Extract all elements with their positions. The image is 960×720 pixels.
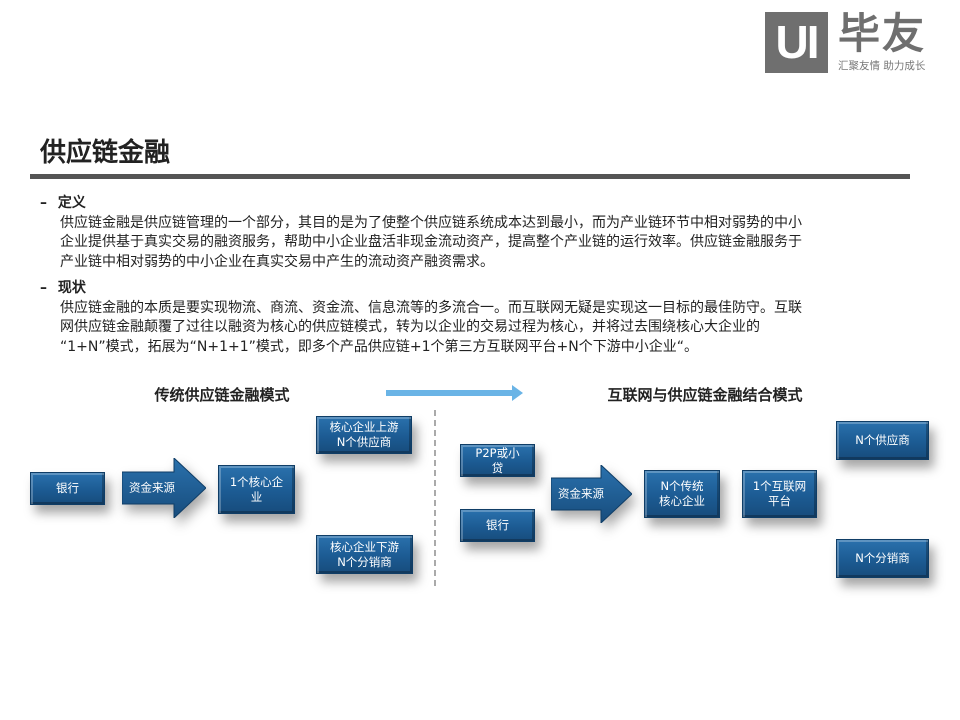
divider-dashed bbox=[434, 410, 436, 586]
logo-name: 毕友 bbox=[838, 9, 927, 58]
node-core-enterprise: 1个核心企业 bbox=[218, 465, 295, 514]
text-line: 供应链金融是供应链管理的一个部分，其目的是为了使整个供应链系统成本达到最小，而为… bbox=[60, 214, 802, 231]
node-upstream: 核心企业上游 N个供应商 bbox=[316, 416, 412, 454]
node-bank: 银行 bbox=[30, 472, 105, 505]
logo-mark-text: UI bbox=[775, 16, 820, 68]
logo-tagline: 汇聚友情 助力成长 bbox=[838, 60, 926, 72]
transition-arrow-icon bbox=[386, 385, 523, 401]
page-title: 供应链金融 bbox=[40, 138, 171, 168]
logo-mark: UI bbox=[765, 12, 828, 73]
text-line: “1+N”模式，拓展为“N+1+1”模式，即多个产品供应链+1个第三方互联网平台… bbox=[60, 338, 698, 355]
text-line: 供应链金融的本质是要实现物流、商流、资金流、信息流等的多流合一。而互联网无疑是实… bbox=[60, 299, 802, 316]
node-p2p: P2P或小贷 bbox=[460, 444, 535, 477]
node-funding-source-arrow: 资金来源 bbox=[122, 458, 206, 518]
node-core-enterprises: N个传统 核心企业 bbox=[644, 470, 720, 518]
funding-source-label: 资金来源 bbox=[129, 480, 175, 495]
traditional-title: 传统供应链金融模式 bbox=[154, 386, 290, 404]
funding-source-label: 资金来源 bbox=[558, 486, 604, 501]
node-internet-platform: 1个互联网 平台 bbox=[742, 470, 817, 518]
text-line: 网供应链金融颠覆了过往以融资为核心的供应链模式，转为以企业的交易过程为核心，并将… bbox=[60, 319, 760, 335]
text-line: 企业提供基于真实交易的融资服务，帮助中小企业盘活非现金流动资产，提高整个产业链的… bbox=[60, 234, 802, 250]
internet-title: 互联网与供应链金融结合模式 bbox=[607, 386, 803, 404]
text-line: 产业链中相对弱势的中小企业在真实交易中产生的流动资产融资需求。 bbox=[60, 253, 494, 270]
node-bank-2: 银行 bbox=[460, 509, 535, 542]
section-status: 现状 供应链金融的本质是要实现物流、商流、资金流、信息流等的多流合一。而互联网无… bbox=[40, 279, 920, 357]
section-heading: 定义 bbox=[40, 194, 920, 214]
node-funding-source-arrow-2: 资金来源 bbox=[551, 465, 632, 523]
section-heading: 现状 bbox=[40, 279, 920, 299]
section-definition: 定义 供应链金融是供应链管理的一个部分，其目的是为了使整个供应链系统成本达到最小… bbox=[40, 194, 920, 272]
title-divider bbox=[30, 174, 910, 179]
node-distributors: N个分销商 bbox=[836, 539, 929, 578]
node-suppliers: N个供应商 bbox=[836, 421, 929, 460]
node-downstream: 核心企业下游 N个分销商 bbox=[316, 535, 413, 574]
